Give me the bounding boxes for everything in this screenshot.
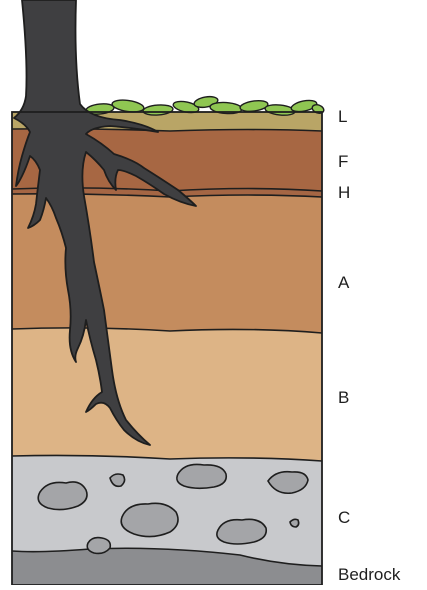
label-bedrock: Bedrock (338, 566, 400, 583)
stone (290, 519, 299, 527)
label-horizon-c: C (338, 509, 350, 526)
label-horizon-l: L (338, 108, 347, 125)
stone (217, 519, 266, 544)
stone (177, 464, 226, 488)
leaf (239, 99, 268, 113)
label-horizon-h: H (338, 184, 350, 201)
stone (87, 538, 110, 554)
stone (121, 503, 178, 536)
label-horizon-b: B (338, 389, 349, 406)
label-horizon-a: A (338, 274, 349, 291)
layer-b-subsoil (12, 328, 322, 461)
label-horizon-f: F (338, 153, 348, 170)
stone (38, 482, 87, 510)
